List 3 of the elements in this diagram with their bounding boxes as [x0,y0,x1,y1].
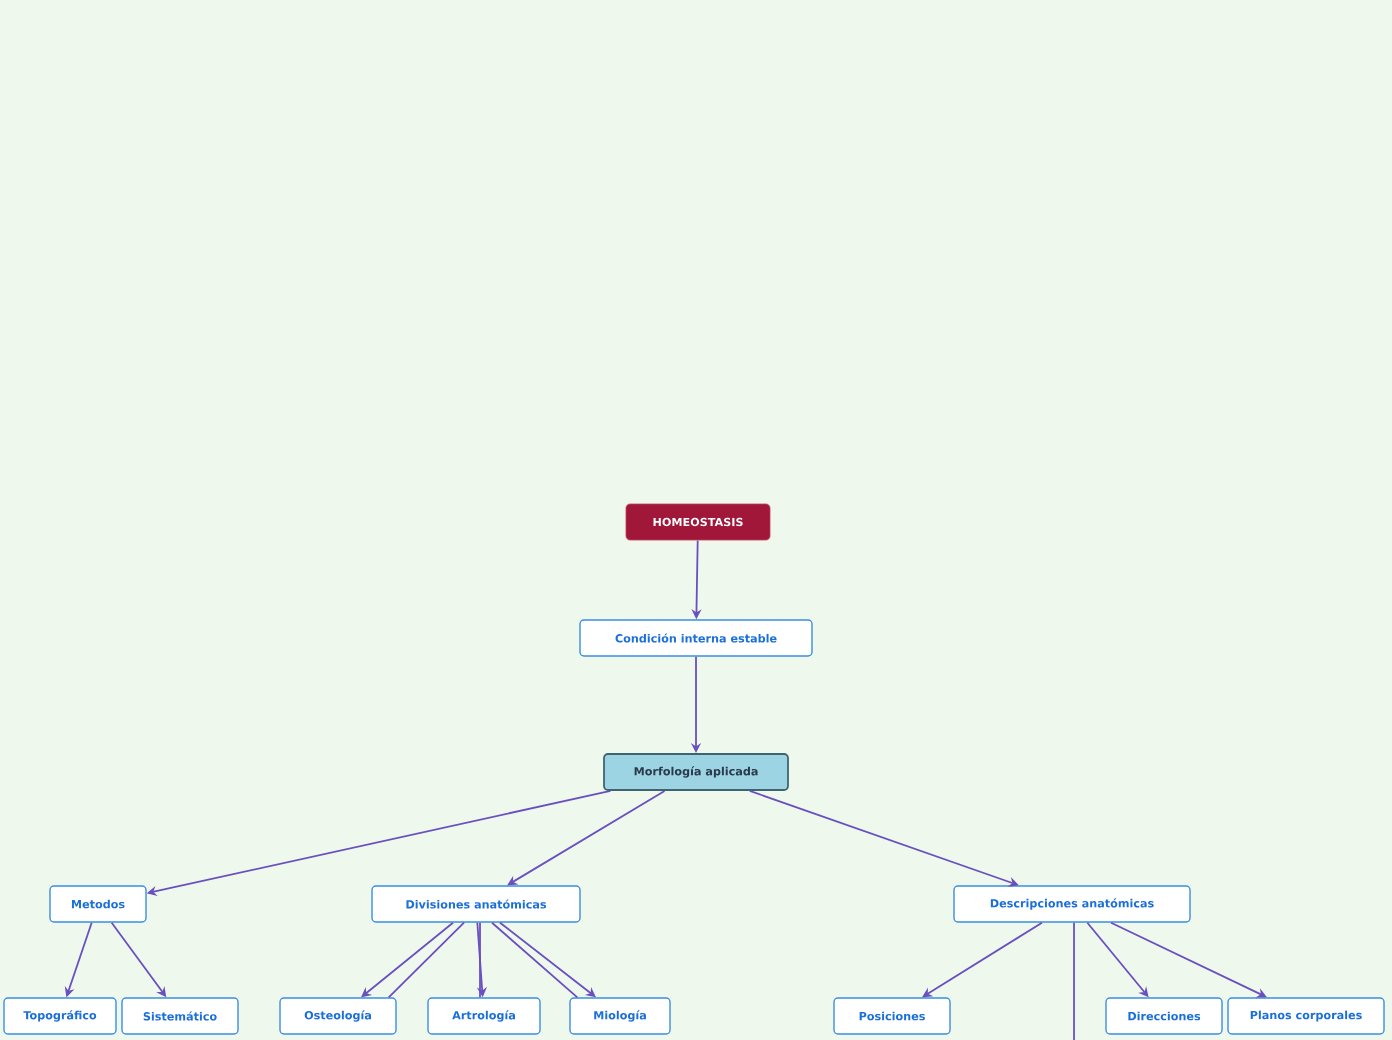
arrow [1110,921,1267,998]
arrow [922,921,1043,998]
arrow [507,790,666,886]
